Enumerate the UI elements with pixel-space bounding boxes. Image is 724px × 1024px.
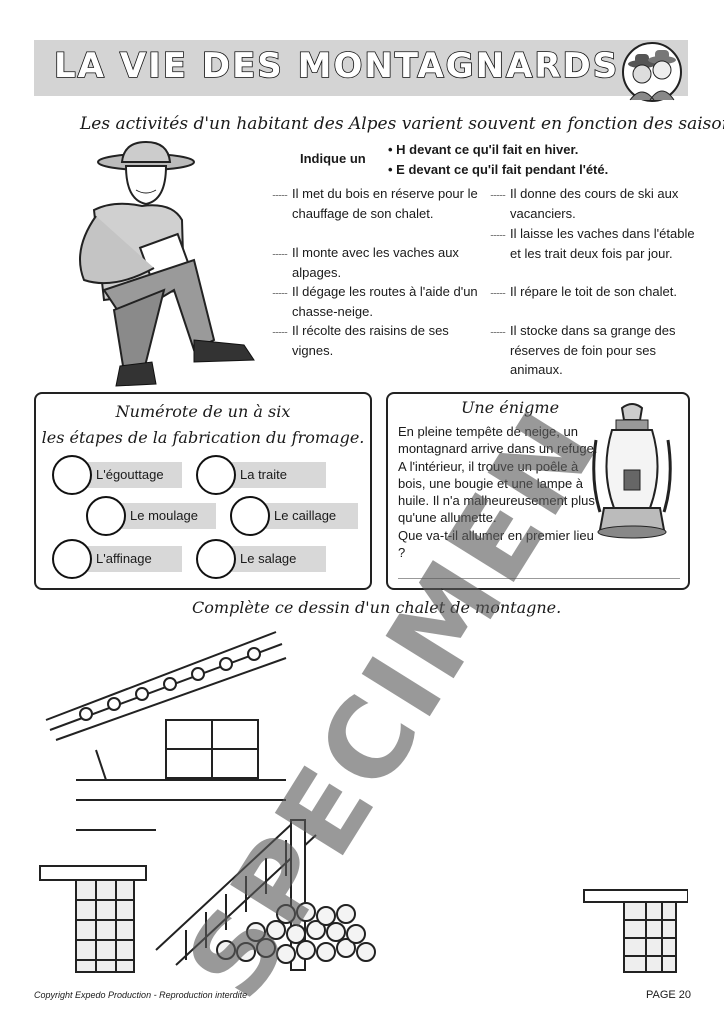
page-title: LA VIE DES MONTAGNARDS [53,45,620,87]
footer-copyright: Copyright Expedo Production - Reproducti… [34,990,248,1000]
number-circle[interactable] [196,539,236,579]
activity-text: Il laisse les vaches dans l'étable et le… [510,226,695,261]
fromage-step: L'égouttage [52,455,182,495]
fromage-step: Le moulage [86,496,216,536]
chalet-drawing [39,631,688,973]
activity-item: .......... Il met du bois en réserve pou… [272,184,492,223]
fromage-title-line1: Numérote de un à six [115,402,291,421]
answer-blank[interactable]: .......... [490,286,506,296]
number-circle[interactable] [230,496,270,536]
number-circle[interactable] [52,455,92,495]
intro-subtitle: Les activités d'un habitant des Alpes va… [80,114,724,134]
answer-blank[interactable]: .......... [490,188,506,198]
answer-blank[interactable]: .......... [490,228,506,238]
activity-text: Il monte avec les vaches aux alpages. [292,245,459,280]
activity-text: Il dégage les routes à l'aide d'un chass… [292,284,478,319]
page-number: PAGE 20 [646,989,692,1001]
rule-hiver: • H devant ce qu'il fait en hiver. [388,142,579,157]
mountaineer-illustration [79,140,255,387]
activity-item: .......... Il répare le toit de son chal… [490,282,685,302]
fromage-step: L'affinage [52,539,182,579]
activity-text: Il donne des cours de ski aux vacanciers… [510,186,679,221]
enigme-story: En pleine tempête de neige, un montagnar… [398,424,598,526]
enigme-question: Que va-t-il allumer en premier lieu ? [398,527,594,561]
fromage-step: Le caillage [230,496,358,536]
activity-text: Il stocke dans sa grange des réserves de… [510,323,676,377]
answer-blank[interactable]: .......... [272,247,288,257]
fromage-title-line2: les étapes de la fabrication du fromage. [41,428,365,447]
number-circle[interactable] [196,455,236,495]
activity-text: Il répare le toit de son chalet. [510,284,677,299]
chalet-title: Complète ce dessin d'un chalet de montag… [192,598,562,617]
answer-blank[interactable]: .......... [272,325,288,335]
step-label: L'égouttage [96,467,164,482]
oil-lamp-icon [592,403,672,539]
answer-line[interactable] [398,578,680,579]
answer-blank[interactable]: .......... [272,286,288,296]
number-circle[interactable] [86,496,126,536]
enigme-text: En pleine tempête de neige, un montagnar… [398,423,598,561]
activity-text: Il récolte des raisins de ses vignes. [292,323,449,358]
step-label: Le salage [240,551,297,566]
activity-item: .......... Il récolte des raisins de ses… [272,321,472,360]
rule-ete: • E devant ce qu'il fait pendant l'été. [388,162,609,177]
step-label: Le moulage [130,508,198,523]
fromage-step: La traite [196,455,326,495]
activity-item: .......... Il dégage les routes à l'aide… [272,282,492,321]
enigme-title: Une énigme [460,398,560,417]
instruction-label: Indique un [300,151,366,166]
step-label: La traite [240,467,287,482]
step-label: Le caillage [274,508,337,523]
answer-blank[interactable]: .......... [490,325,506,335]
number-circle[interactable] [52,539,92,579]
title-bar [34,40,688,96]
answer-blank[interactable]: .......... [272,188,288,198]
fromage-step: Le salage [196,539,326,579]
activity-item: .......... Il laisse les vaches dans l'é… [490,224,700,263]
activity-item: .......... Il donne des cours de ski aux… [490,184,695,223]
step-label: L'affinage [96,551,152,566]
activity-item: .......... Il stocke dans sa grange des … [490,321,700,380]
activity-item: .......... Il monte avec les vaches aux … [272,243,492,282]
cowboys-icon [622,42,682,102]
activity-text: Il met du bois en réserve pour le chauff… [292,186,478,221]
